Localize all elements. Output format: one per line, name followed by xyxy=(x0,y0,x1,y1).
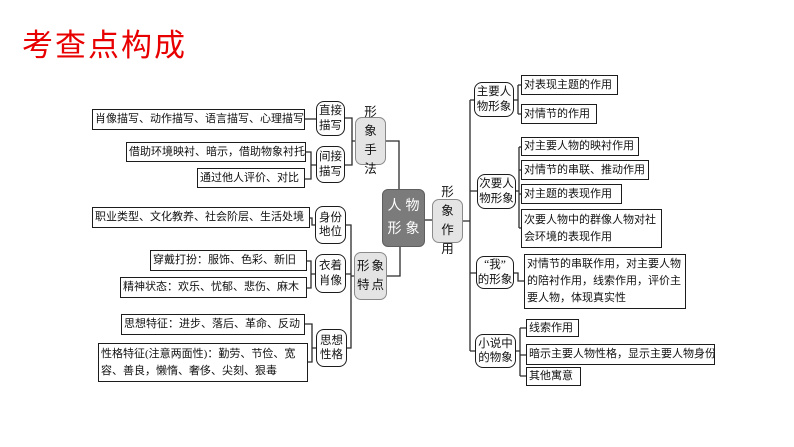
leaf-other-implications: 其他寓意 xyxy=(526,367,581,386)
node-thought-personality: 思想 性格 xyxy=(316,329,347,367)
leaf-direct-description-types: 肖像描写、动作描写、语言描写、心理描写 xyxy=(92,109,305,130)
leaf-mental-state: 精神状态：欢乐、忧郁、悲伤、麻木 xyxy=(120,277,307,298)
leaf-theme-expression-role: 对表现主题的作用 xyxy=(521,75,618,95)
leaf-group-characters-society: 次要人物中的群像人物对社会环境的表现作用 xyxy=(521,209,662,248)
leaf-theme-show-role: 对主题的表现作用 xyxy=(521,184,622,204)
node-novel-objects: 小说中 的物象 xyxy=(475,334,516,368)
leaf-hint-personality-identity: 暗示主要人物性格，显示主要人物身份 xyxy=(526,344,715,365)
node-main-character: 主要人 物形象 xyxy=(474,82,514,117)
node-identity-status: 身份 地位 xyxy=(315,206,346,244)
leaf-dress-style: 穿戴打扮：服饰、色彩、新旧 xyxy=(150,250,307,271)
node-image-function: 形象 作用 xyxy=(432,185,463,256)
leaf-thought-traits: 思想特征：进步、落后、革命、反动 xyxy=(121,314,305,335)
leaf-personality-traits: 性格特征(注意两面性)：勤劳、节俭、宽容、善良，懒惰、奢侈、尖刻、狠毒 xyxy=(98,343,308,382)
leaf-others-evaluation: 通过他人评价、对比 xyxy=(197,168,305,188)
leaf-plot-link-push: 对情节的串联、推动作用 xyxy=(521,160,649,180)
leaf-plot-role: 对情节的作用 xyxy=(521,104,597,124)
node-clothing-portrait: 衣着 肖像 xyxy=(315,254,346,293)
leaf-environment-foil: 借助环境映衬、暗示，借助物象衬托 xyxy=(126,142,306,162)
leaf-occupation-class: 职业类型、文化教养、社会阶层、生活处境 xyxy=(92,207,310,228)
node-direct-description: 直接 描写 xyxy=(316,101,345,136)
node-character-image-root: 人物 形象 xyxy=(382,189,425,247)
node-narrator-me: “我” 的形象 xyxy=(476,256,514,289)
leaf-narrator-functions: 对情节的串联作用，对主要人物的陪衬作用，线索作用，评价主要人物，体现真实性 xyxy=(524,254,686,309)
node-image-characteristics: 形象 特点 xyxy=(354,252,387,300)
leaf-clue-role: 线索作用 xyxy=(526,319,579,337)
node-image-techniques: 形象 手法 xyxy=(355,105,386,176)
leaf-foil-main-character: 对主要人物的映衬作用 xyxy=(521,137,639,156)
node-secondary-character: 次要人 物形象 xyxy=(477,174,516,209)
slide-title: 考查点构成 xyxy=(22,28,187,63)
node-indirect-description: 间接 描写 xyxy=(316,146,345,183)
